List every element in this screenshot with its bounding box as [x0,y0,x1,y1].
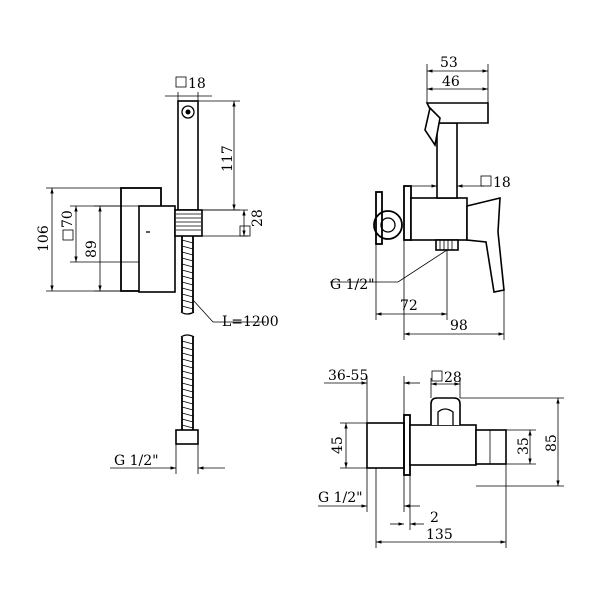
dim-45: 45 [330,436,346,454]
dim-89: 89 [84,240,100,258]
dim-square-28-plan: 28 [444,370,462,386]
dim-135: 135 [426,527,453,543]
thread-label-side: G 1/2" [330,277,375,293]
dim-46: 46 [442,74,460,90]
dim-85: 85 [544,434,560,452]
thread-label-bottom: G 1/2" [114,453,159,469]
dim-53: 53 [440,55,458,71]
thread-label-plan: G 1/2" [318,490,363,506]
dim-98: 98 [450,318,468,334]
plan-view: 36-55 28 45 35 85 G 1/2" 2 135 [318,368,564,548]
dim-117: 117 [220,145,236,172]
dim-72: 72 [400,298,418,314]
dim-square-18-right: 18 [493,175,511,191]
dim-square-18-top: 18 [188,76,206,92]
dim-2: 2 [430,510,439,526]
hose-length-label: L=1200 [222,314,279,330]
side-view: 53 46 18 G 1/2" 72 98 [330,55,511,340]
dim-106: 106 [36,225,52,252]
hose-upper [180,236,195,315]
hose-lower [175,334,199,445]
front-view: 18 117 28 106 70 89 L=1200 G 1/2" [36,76,279,474]
dim-range-36-55: 36-55 [328,368,368,384]
dim-35: 35 [516,437,532,455]
dim-square-28-left: 28 [250,209,266,227]
dim-square-70: 70 [60,210,76,228]
